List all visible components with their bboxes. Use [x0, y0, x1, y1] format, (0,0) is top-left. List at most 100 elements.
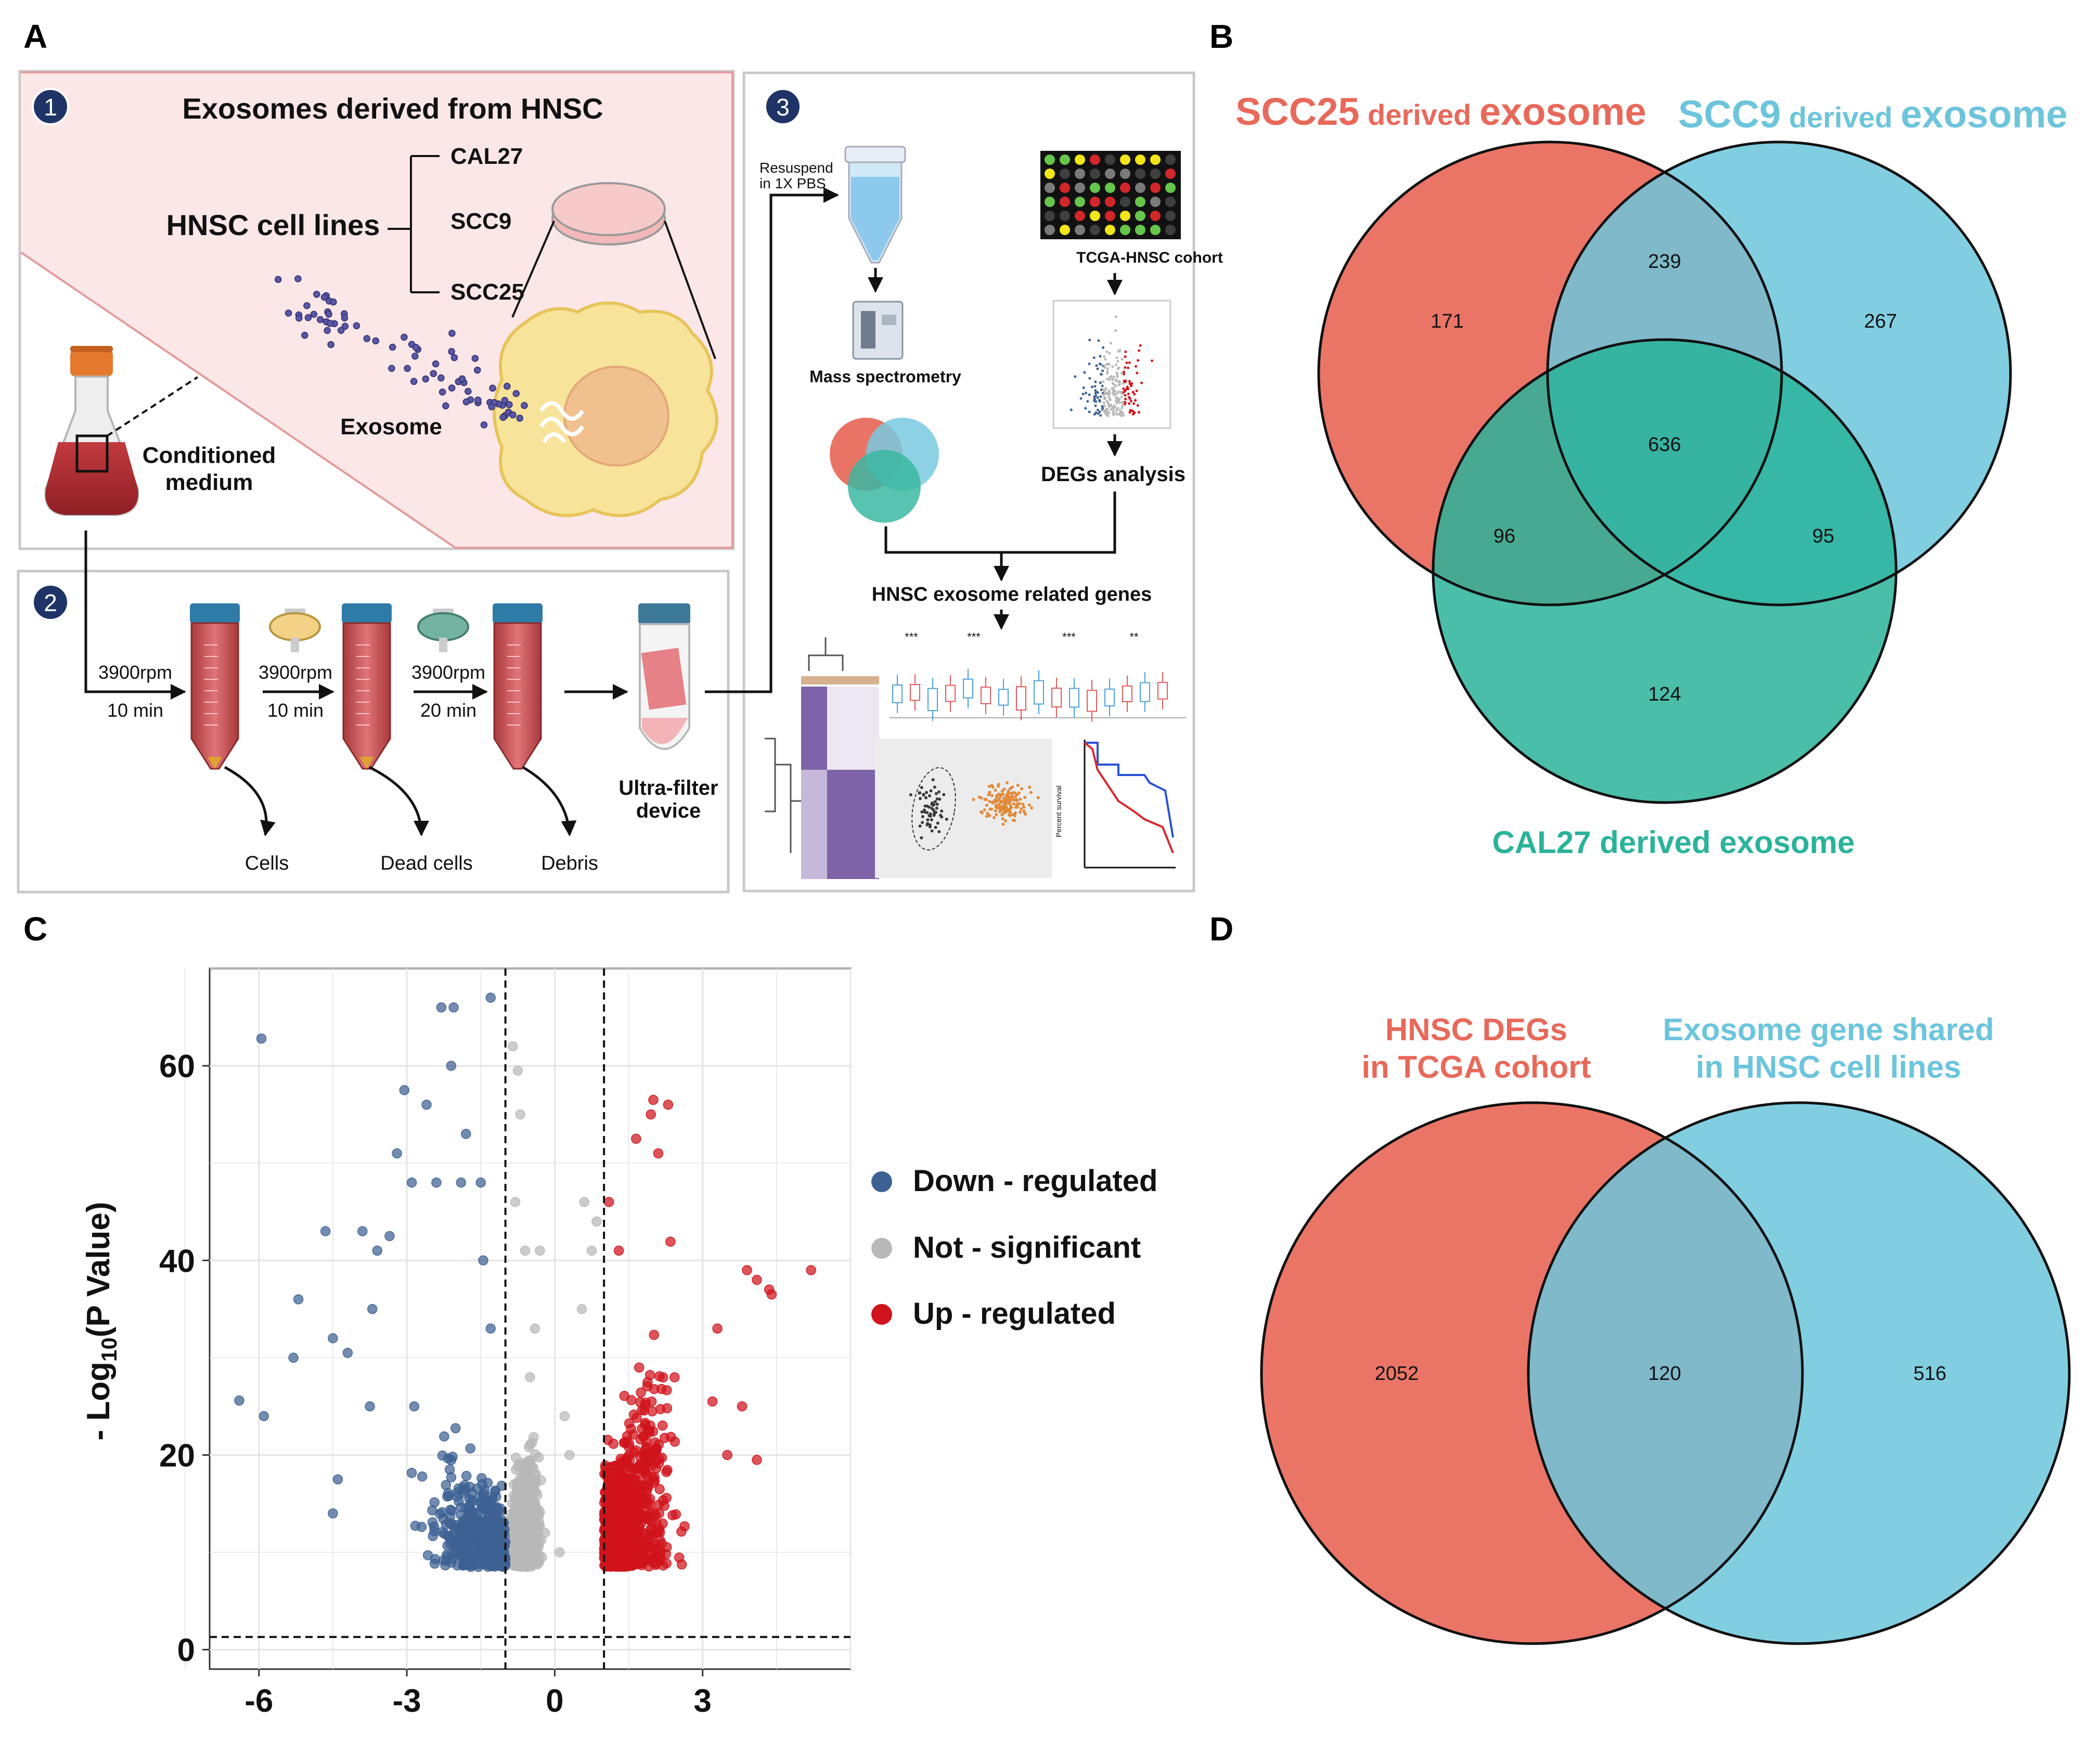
exosome-vesicle	[448, 384, 456, 392]
point-up-regulated	[654, 1484, 665, 1494]
point-not-significant	[513, 1459, 524, 1470]
point-up-regulated	[648, 1094, 659, 1105]
cell-line-cal27: CAL27	[450, 144, 523, 169]
point-up-regulated	[752, 1274, 762, 1285]
point-down-regulated	[422, 1550, 433, 1560]
point-up-regulated	[654, 1534, 665, 1545]
point-up-regulated	[638, 1538, 649, 1549]
venn-count-all: 636	[1648, 434, 1681, 456]
svg-text:10 min: 10 min	[107, 700, 163, 721]
point-up-regulated	[600, 1542, 611, 1553]
step-badge-1: 1	[32, 88, 69, 125]
venn-count-scc9-cal27: 95	[1812, 525, 1834, 547]
removed-dead-cells: Dead cells	[380, 852, 472, 874]
point-down-regulated	[372, 1245, 382, 1256]
exosome-vesicle	[316, 316, 324, 324]
point-down-regulated	[461, 1470, 472, 1481]
exosome-vesicle	[521, 402, 528, 409]
pca-scatter-icon	[875, 739, 1052, 878]
exosome-vesicle	[474, 396, 482, 404]
x-tick-label: 3	[693, 1683, 711, 1719]
removed-cells: Cells	[245, 852, 289, 874]
venn-count-scc25-scc9: 239	[1648, 251, 1681, 273]
point-up-regulated	[607, 1462, 617, 1472]
point-not-significant	[526, 1476, 537, 1487]
point-up-regulated	[712, 1323, 723, 1334]
point-down-regulated	[461, 1129, 471, 1139]
exosome-vesicle	[353, 322, 360, 329]
culture-flask-icon	[44, 346, 199, 516]
exosome-vesicle	[324, 327, 331, 334]
exosome-vesicle	[437, 374, 445, 382]
exosome-vesicle	[504, 382, 511, 390]
step-badge-2: 2	[32, 584, 69, 621]
exosome-vesicle	[501, 396, 509, 404]
point-down-regulated	[436, 1002, 447, 1013]
point-up-regulated	[766, 1289, 777, 1300]
x-tick-label: -6	[244, 1683, 273, 1719]
point-not-significant	[508, 1041, 518, 1052]
point-not-significant	[521, 1543, 531, 1554]
point-down-regulated	[365, 1401, 375, 1412]
point-up-regulated	[656, 1384, 667, 1394]
svg-text:1: 1	[44, 94, 57, 121]
exosome-vesicle	[471, 355, 479, 362]
exosome-vesicle	[448, 348, 455, 355]
venn-label-cal27: CAL27 derived exosome	[1492, 825, 1855, 860]
point-up-regulated	[623, 1504, 634, 1514]
exosome-vesicles	[274, 275, 528, 429]
point-up-regulated	[643, 1561, 654, 1572]
point-up-regulated	[617, 1475, 628, 1485]
point-not-significant	[510, 1197, 521, 1207]
exosome-vesicle	[313, 291, 320, 298]
panel-letter-c: C	[23, 910, 47, 948]
point-not-significant	[515, 1561, 526, 1572]
point-not-significant	[526, 1462, 537, 1473]
tcga-label: TCGA-HNSC cohort	[1076, 249, 1223, 266]
point-up-regulated	[631, 1133, 641, 1144]
threshold-lines	[210, 968, 851, 1669]
exosome-vesicle	[295, 314, 303, 322]
venn2-count-both: 120	[1648, 1363, 1681, 1385]
y-tick-label: 20	[159, 1438, 195, 1474]
point-down-regulated	[428, 1531, 438, 1541]
point-not-significant	[559, 1411, 570, 1422]
exosome-vesicle	[439, 388, 446, 396]
point-down-regulated	[454, 1540, 465, 1551]
resuspend-label-2: in 1X PBS	[759, 175, 826, 191]
point-down-regulated	[320, 1226, 331, 1236]
point-down-regulated	[357, 1226, 368, 1236]
point-not-significant	[526, 1487, 536, 1497]
exosome-vesicle	[404, 365, 411, 372]
svg-text:3: 3	[776, 94, 790, 121]
point-up-regulated	[632, 1515, 643, 1525]
point-not-significant	[535, 1245, 545, 1256]
spin-label-2: 3900rpm 10 min	[259, 662, 332, 721]
exosome-vesicle	[506, 401, 513, 408]
survival-curve-icon: Percent survival	[1054, 739, 1178, 874]
tube-cap	[493, 603, 543, 623]
point-down-regulated	[490, 1514, 501, 1524]
exosome-vesicle	[285, 309, 292, 317]
exosome-label: Exosome	[340, 414, 442, 440]
point-up-regulated	[676, 1526, 687, 1537]
point-not-significant	[523, 1506, 534, 1517]
point-not-significant	[591, 1216, 602, 1227]
tumor-cell-icon	[493, 301, 718, 518]
svg-text:10 min: 10 min	[267, 700, 324, 721]
point-up-regulated	[722, 1450, 732, 1461]
point-up-regulated	[654, 1555, 665, 1566]
point-up-regulated	[654, 1371, 665, 1381]
exosome-vesicle	[509, 411, 517, 419]
exosome-vesicle	[274, 276, 282, 283]
point-down-regulated	[491, 1539, 502, 1550]
point-not-significant	[509, 1490, 519, 1501]
exosome-vesicle	[330, 298, 337, 306]
exosome-vesicle	[301, 331, 308, 339]
point-down-regulated	[477, 1479, 487, 1490]
exosome-vesicle	[442, 402, 449, 409]
point-up-regulated	[619, 1557, 629, 1568]
venn2-circle-right	[1528, 1103, 2069, 1644]
device-label-2: device	[636, 799, 701, 822]
